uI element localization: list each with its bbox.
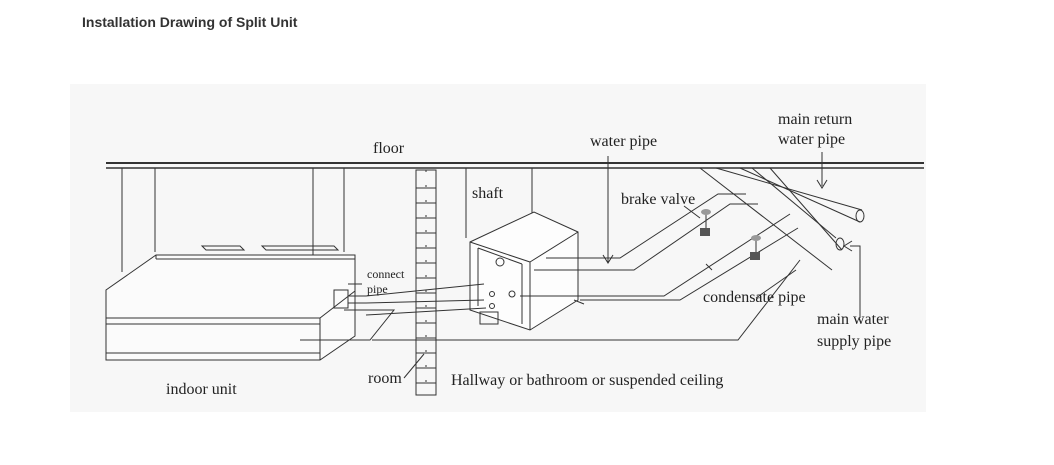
label-room: room xyxy=(368,370,402,387)
shaft-outline xyxy=(465,168,533,238)
connect-pipes xyxy=(365,283,487,316)
label-main-water-1: main water xyxy=(817,311,889,328)
label-main-water-2: supply pipe xyxy=(817,333,891,350)
label-condensate-pipe: condensate pipe xyxy=(703,289,806,306)
label-water-pipe: water pipe xyxy=(590,133,657,150)
wall-column xyxy=(415,169,437,396)
label-floor: floor xyxy=(373,140,405,157)
ceiling-slab xyxy=(106,162,924,169)
leader-lines xyxy=(348,152,861,379)
label-main-return-1: main return xyxy=(778,111,852,128)
label-connect-2: pipe xyxy=(367,282,388,296)
indoor-unit-hangers xyxy=(121,168,345,272)
drain-line xyxy=(300,309,396,341)
indoor-unit xyxy=(105,245,366,361)
heat-pump-unit xyxy=(469,211,585,331)
main-supply-pipe xyxy=(699,167,845,271)
label-hallway: Hallway or bathroom or suspended ceiling xyxy=(451,372,723,389)
label-main-return-2: water pipe xyxy=(778,131,845,148)
main-return-pipe xyxy=(715,167,865,223)
label-connect-1: connect xyxy=(367,267,405,281)
page-title: Installation Drawing of Split Unit xyxy=(82,14,298,30)
label-indoor-unit: indoor unit xyxy=(166,381,237,398)
label-shaft: shaft xyxy=(472,185,504,202)
brake-valve-icon xyxy=(700,209,761,260)
label-brake-valve: brake valve xyxy=(621,191,695,208)
